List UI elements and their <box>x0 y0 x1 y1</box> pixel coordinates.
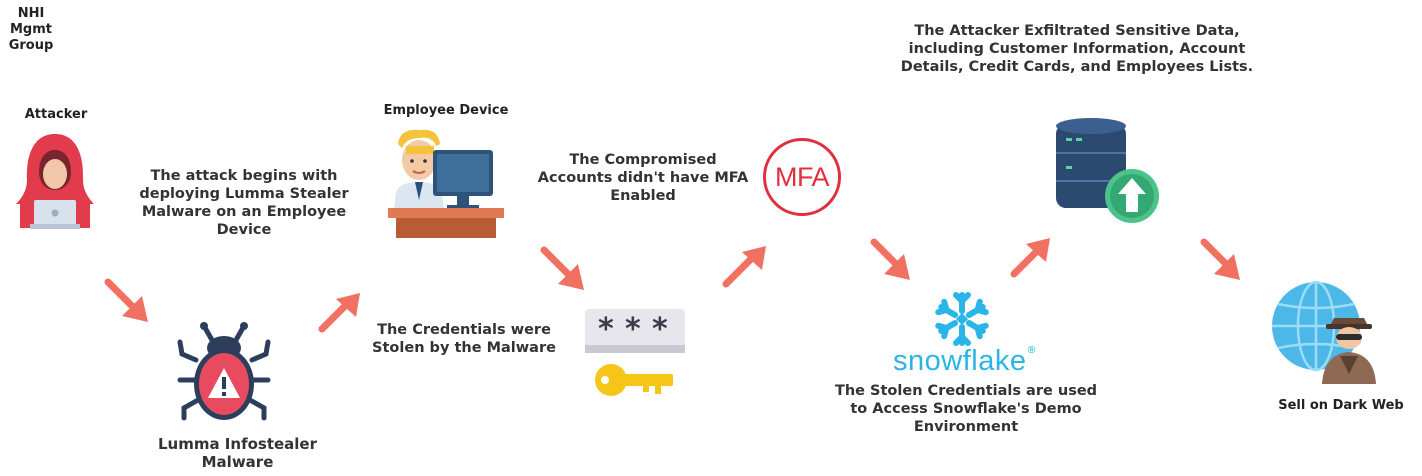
key-icon <box>595 364 673 396</box>
arrow-attacker-to-malware <box>104 278 148 322</box>
group-label: NHI Mgmt Group <box>0 6 62 54</box>
caption-snowflake-access: The Stolen Credentials are used to Acces… <box>834 383 1098 435</box>
arrow-snowflake-to-database <box>1010 238 1050 278</box>
hacker-icon <box>16 134 94 229</box>
mfa-icon: MFA <box>763 138 841 216</box>
snowflake-wordmark-text: snowflake <box>893 345 1027 377</box>
database-upload-icon <box>1056 118 1159 223</box>
mfa-icon-text: MFA <box>774 161 830 192</box>
group-label-line-2: Mgmt <box>9 22 52 37</box>
arrow-malware-to-device <box>318 293 360 333</box>
snowflake-logo-icon <box>933 292 991 348</box>
arrow-password-to-mfa <box>722 246 766 288</box>
arrow-database-to-darkweb <box>1200 238 1240 280</box>
snowflake-wordmark: snowflake® <box>893 345 1043 378</box>
dark-web-spy-icon <box>1272 280 1376 384</box>
password-field-icon: * * * <box>585 309 685 353</box>
malware-bug-icon <box>177 322 271 421</box>
employee-device-icon <box>388 129 504 238</box>
attacker-label: Attacker <box>24 107 88 122</box>
caption-no-mfa: The Compromised Accounts didn't have MFA… <box>537 152 749 204</box>
arrow-mfa-to-snowflake <box>870 238 910 280</box>
caption-credentials-stolen: The Credentials were Stolen by the Malwa… <box>372 322 556 356</box>
svg-text:*: * <box>598 312 614 347</box>
group-label-line-1: NHI <box>17 6 45 21</box>
caption-exfiltrated: The Attacker Exfiltrated Sensitive Data,… <box>900 23 1254 75</box>
group-label-line-3: Group <box>8 38 54 53</box>
employee-device-label: Employee Device <box>383 103 509 118</box>
svg-text:*: * <box>652 312 668 347</box>
malware-label: Lumma Infostealer Malware <box>157 435 318 471</box>
arrow-device-to-password <box>540 246 584 290</box>
svg-text:*: * <box>625 312 641 347</box>
snowflake-registered-mark: ® <box>1026 345 1037 356</box>
dark-web-label: Sell on Dark Web <box>1278 398 1404 413</box>
caption-attack-begins: The attack begins with deploying Lumma S… <box>139 168 349 238</box>
